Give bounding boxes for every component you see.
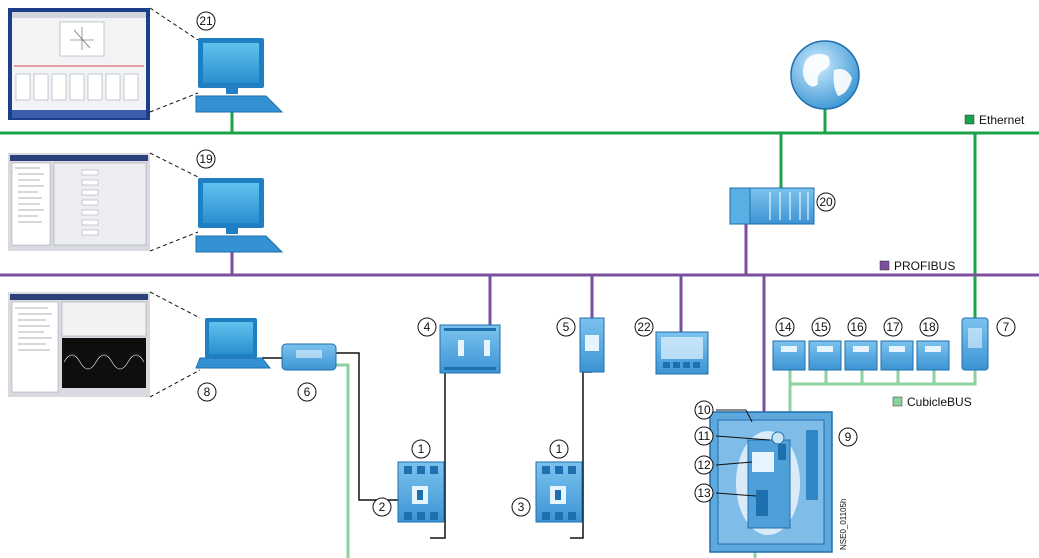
svg-text:8: 8	[204, 385, 211, 399]
svg-text:2: 2	[379, 500, 386, 514]
monitor-icon-19	[195, 178, 284, 253]
callout-14: 14	[775, 317, 795, 337]
breaker-icon-3	[535, 461, 583, 523]
svg-text:19: 19	[199, 152, 213, 166]
callout-3: 3	[511, 497, 531, 517]
callout-18: 18	[919, 317, 939, 337]
svg-text:Ethernet: Ethernet	[979, 113, 1025, 127]
globe-icon	[790, 40, 860, 110]
svg-text:5: 5	[563, 320, 570, 334]
svg-text:CubicleBUS: CubicleBUS	[907, 395, 972, 409]
cubicle-modules	[772, 340, 950, 371]
callout-5: 5	[556, 317, 576, 337]
svg-text:11: 11	[698, 429, 711, 443]
callout-12: 12	[694, 455, 753, 475]
svg-text:6: 6	[304, 385, 311, 399]
svg-text:9: 9	[845, 430, 852, 444]
svg-text:18: 18	[922, 320, 936, 334]
callout-6: 6	[297, 382, 317, 402]
callout-15: 15	[811, 317, 831, 337]
callout-2: 2	[372, 497, 392, 517]
drawing-code: NSE0_01105h	[839, 499, 848, 550]
svg-text:20: 20	[819, 195, 833, 209]
plc-icon-20	[729, 187, 815, 225]
callout-21: 21	[196, 11, 216, 31]
legend-cubiclebus: CubicleBUS	[892, 395, 972, 409]
callout-1b: 1	[549, 439, 569, 459]
callout-16: 16	[847, 317, 867, 337]
switchboard-icon-9	[709, 411, 833, 553]
svg-text:22: 22	[637, 320, 651, 334]
callout-10: 10	[694, 400, 753, 423]
callout-4: 4	[417, 317, 437, 337]
svg-text:3: 3	[518, 500, 525, 514]
svg-text:15: 15	[814, 320, 828, 334]
callout-9: 9	[838, 427, 858, 447]
svg-text:10: 10	[697, 403, 711, 417]
svg-text:16: 16	[850, 320, 864, 334]
laptop-icon-8	[195, 318, 272, 369]
module-5	[579, 317, 605, 373]
legend-ethernet: Ethernet	[964, 113, 1025, 127]
breaker-icon-2	[397, 461, 445, 523]
io-module-4	[439, 324, 501, 374]
svg-text:17: 17	[886, 320, 900, 334]
callout-1a: 1	[411, 439, 431, 459]
svg-text:4: 4	[424, 320, 431, 334]
callout-19: 19	[196, 149, 216, 169]
svg-text:13: 13	[697, 486, 711, 500]
callout-7: 7	[996, 317, 1016, 337]
monitor-icon-21	[195, 38, 284, 113]
svg-text:14: 14	[778, 320, 792, 334]
svg-text:7: 7	[1003, 320, 1010, 334]
svg-text:1: 1	[418, 442, 425, 456]
callout-20: 20	[816, 192, 836, 212]
svg-text:PROFIBUS: PROFIBUS	[894, 259, 955, 273]
profibus-bus	[0, 222, 1039, 422]
screenshot-8	[8, 292, 150, 397]
svg-text:12: 12	[697, 458, 711, 472]
legend-profibus: PROFIBUS	[879, 259, 955, 273]
panel-icon-22	[655, 331, 709, 375]
callout-13: 13	[694, 483, 757, 503]
interface-module-6	[281, 343, 337, 371]
callout-8: 8	[197, 382, 217, 402]
gateway-module-7	[961, 317, 989, 371]
svg-text:1: 1	[556, 442, 563, 456]
callout-11: 11	[694, 426, 771, 446]
callout-22: 22	[634, 317, 654, 337]
callout-17: 17	[883, 317, 903, 337]
screenshot-19	[8, 153, 150, 251]
dashed-pointers	[149, 7, 201, 398]
ethernet-bus	[0, 108, 1039, 318]
svg-text:21: 21	[199, 14, 213, 28]
screenshot-21	[8, 8, 150, 120]
